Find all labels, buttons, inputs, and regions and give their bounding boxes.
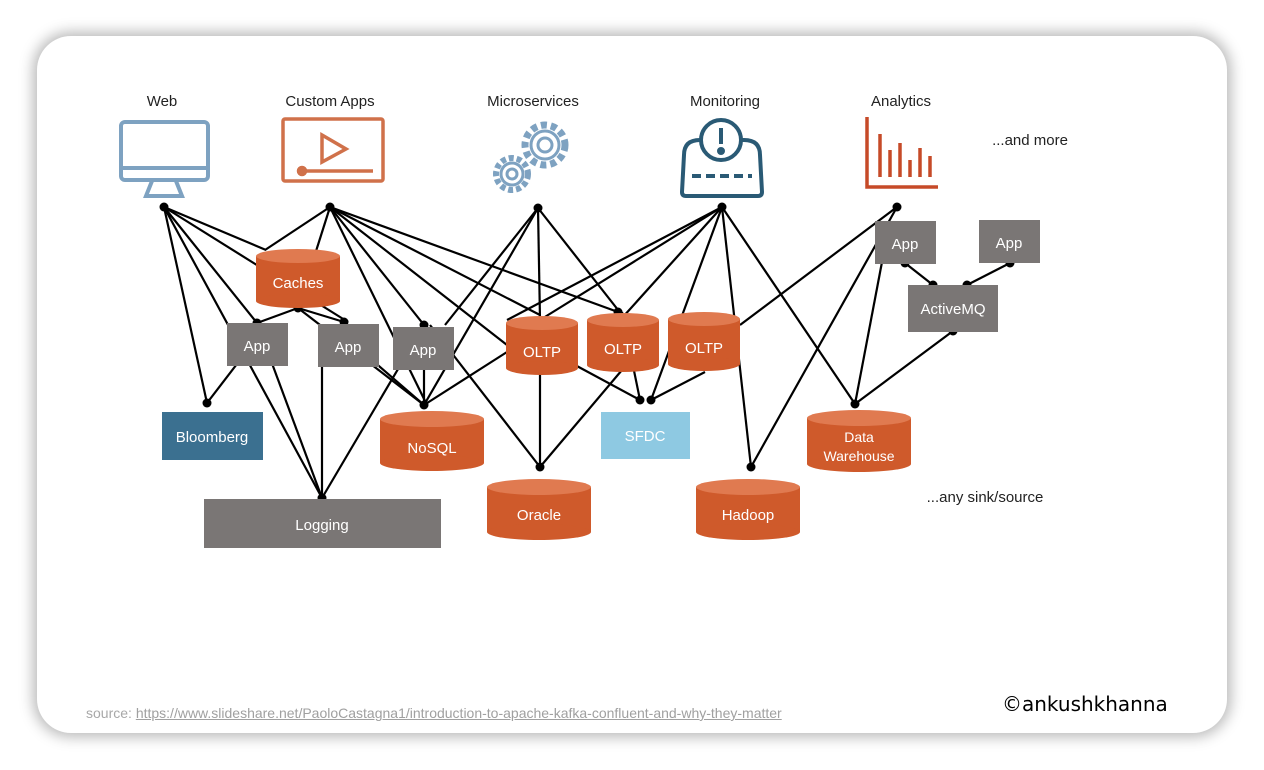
- source-label: source:: [86, 705, 132, 721]
- source-label-analytics: Analytics: [871, 93, 931, 110]
- app-label-2: App: [335, 339, 362, 356]
- oltp-node-2: OLTP: [587, 313, 659, 372]
- data-warehouse-label-line2: Warehouse: [823, 448, 894, 464]
- source-label-custom-apps: Custom Apps: [285, 93, 374, 110]
- source-label-web: Web: [147, 93, 178, 110]
- oltp-node-1: OLTP: [506, 316, 578, 375]
- app-label-1: App: [244, 338, 271, 355]
- source-citation: source: https://www.slideshare.net/Paolo…: [86, 705, 782, 721]
- caches-label: Caches: [273, 275, 324, 292]
- source-label-microservices: Microservices: [487, 93, 579, 110]
- nosql-label: NoSQL: [407, 440, 456, 457]
- alert-monitor-icon: [679, 118, 765, 198]
- activemq-label: ActiveMQ: [920, 301, 985, 318]
- app-node-2: App: [318, 324, 379, 367]
- source-link[interactable]: https://www.slideshare.net/PaoloCastagna…: [135, 705, 782, 721]
- monitor-icon: [119, 120, 210, 198]
- sfdc-label: SFDC: [625, 428, 666, 445]
- copyright-credit: ©ankushkhanna: [1002, 692, 1168, 716]
- bloomberg-label: Bloomberg: [176, 429, 249, 446]
- oracle-label: Oracle: [517, 507, 561, 524]
- app-node-5: App: [979, 220, 1040, 263]
- hadoop-label: Hadoop: [722, 507, 775, 524]
- logging-label: Logging: [295, 517, 348, 534]
- app-label-5: App: [996, 235, 1023, 252]
- app-node-3: App: [393, 327, 454, 370]
- nosql-node: NoSQL: [380, 411, 484, 471]
- hadoop-node: Hadoop: [696, 479, 800, 540]
- caches-node: Caches: [256, 249, 340, 308]
- oltp-label-3: OLTP: [685, 340, 723, 357]
- video-player-icon: [281, 117, 385, 183]
- sfdc-node: SFDC: [601, 412, 690, 459]
- data-warehouse-node: Data Warehouse: [807, 410, 911, 472]
- bar-chart-icon: [865, 117, 938, 189]
- oracle-node: Oracle: [487, 479, 591, 540]
- app-label-3: App: [410, 342, 437, 359]
- source-label-monitoring: Monitoring: [690, 93, 760, 110]
- data-warehouse-label-line1: Data: [844, 429, 874, 445]
- app-label-4: App: [892, 236, 919, 253]
- oltp-label-1: OLTP: [523, 344, 561, 361]
- logging-node: Logging: [204, 499, 441, 548]
- any-sink-source-label: ...any sink/source: [927, 489, 1044, 506]
- app-node-1: App: [227, 323, 288, 366]
- slide-card: [37, 36, 1227, 733]
- app-node-4: App: [875, 221, 936, 264]
- bloomberg-node: Bloomberg: [162, 412, 263, 460]
- gears-icon: [493, 121, 569, 193]
- oltp-label-2: OLTP: [604, 341, 642, 358]
- activemq-node: ActiveMQ: [908, 285, 998, 332]
- oltp-node-3: OLTP: [668, 312, 740, 371]
- and-more-label: ...and more: [992, 132, 1068, 149]
